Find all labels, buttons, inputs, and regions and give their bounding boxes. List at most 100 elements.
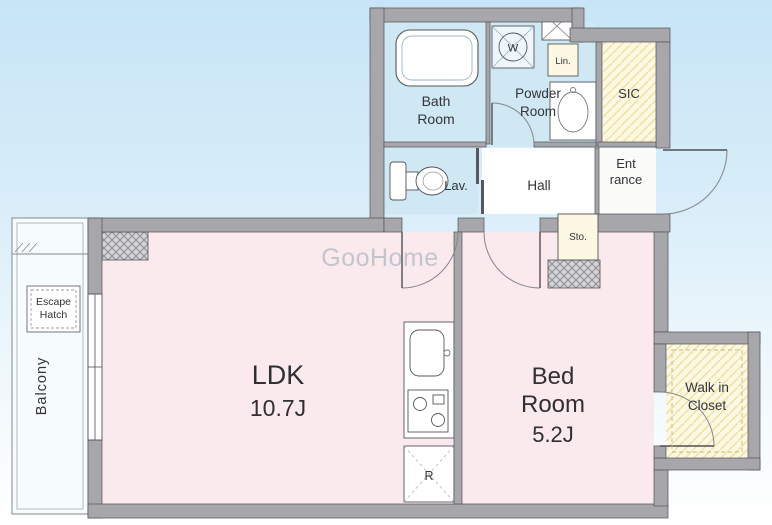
wall-segment bbox=[595, 213, 671, 233]
ldk-size-label: 10.7J bbox=[250, 395, 306, 421]
storage-label: Sto. bbox=[569, 232, 587, 243]
hall-floor bbox=[482, 148, 595, 214]
wall-segment bbox=[597, 141, 657, 148]
balcony-label: Balcony bbox=[34, 357, 50, 416]
lavatory-sliding-door bbox=[476, 148, 484, 214]
watermark-text: GooHome bbox=[321, 244, 438, 272]
storage: Sto. bbox=[557, 213, 599, 261]
powder-label-1: Powder bbox=[515, 86, 561, 101]
sliding-panel-1 bbox=[476, 148, 479, 184]
wall-segment bbox=[747, 331, 761, 471]
toilet-seat bbox=[422, 171, 444, 191]
wall-segment bbox=[569, 27, 671, 43]
balcony-inner-rail bbox=[16, 222, 84, 510]
refrigerator-label: R bbox=[424, 469, 433, 483]
toilet bbox=[389, 161, 449, 201]
sic-floor bbox=[602, 42, 656, 142]
doors bbox=[401, 102, 728, 447]
balcony-partition bbox=[12, 242, 88, 255]
wall-segment bbox=[539, 217, 561, 233]
kitchen bbox=[403, 321, 455, 439]
bedroom-label-2: Room bbox=[521, 391, 585, 418]
sliding-panel-2 bbox=[481, 180, 484, 214]
washer-drum bbox=[498, 32, 528, 62]
bedroom-label-1: Bed bbox=[532, 363, 575, 390]
kitchen-stove bbox=[407, 389, 449, 433]
wic-label-1: Walk in bbox=[685, 380, 729, 395]
lavatory-label: Lav. bbox=[444, 178, 468, 193]
refrigerator-cross bbox=[403, 445, 455, 503]
entrance-door bbox=[662, 149, 728, 215]
washing-machine: W bbox=[491, 25, 535, 69]
room-labels: Bath Room Powder Room SIC Ent rance Lav.… bbox=[250, 86, 729, 447]
entrance-floor bbox=[599, 148, 656, 214]
stove-grill bbox=[432, 394, 445, 405]
wall-segment bbox=[383, 141, 487, 148]
bathtub-inner bbox=[401, 35, 473, 81]
entrance-label-1: Ent bbox=[616, 156, 636, 171]
ldk-floor bbox=[102, 232, 454, 504]
stove-burner-2 bbox=[431, 413, 445, 427]
bath-label-1: Bath bbox=[422, 93, 451, 109]
kitchen-faucet bbox=[443, 349, 451, 357]
wall-segment bbox=[87, 217, 385, 233]
walk-in-closet-floor bbox=[666, 344, 748, 458]
bathtub bbox=[395, 29, 479, 87]
wall-segment bbox=[594, 147, 600, 215]
wall-segment bbox=[87, 217, 103, 295]
stove-burner-1 bbox=[413, 397, 427, 411]
storage-box bbox=[557, 213, 599, 261]
ldk-label: LDK bbox=[252, 360, 305, 390]
wall-segment bbox=[653, 457, 761, 471]
wall-segment bbox=[369, 7, 583, 23]
hall-label: Hall bbox=[527, 178, 550, 193]
wall-segment bbox=[457, 217, 485, 233]
escape-hatch-inner bbox=[30, 289, 77, 329]
balcony: Escape Hatch Balcony bbox=[11, 217, 89, 515]
column-bedroom-top bbox=[547, 259, 601, 289]
bath-label-2: Room bbox=[417, 111, 454, 127]
sic-label: SIC bbox=[618, 86, 640, 101]
wic-shelf-outline bbox=[671, 349, 743, 453]
escape-hatch-label-2: Hatch bbox=[40, 309, 68, 321]
powder-room-door bbox=[491, 102, 535, 146]
toilet-tank bbox=[389, 161, 407, 201]
wall-segment bbox=[595, 41, 603, 147]
wall-segment bbox=[485, 21, 491, 145]
wall-segment bbox=[653, 445, 667, 459]
wall-segment bbox=[383, 217, 403, 233]
wall-segment bbox=[653, 343, 667, 393]
wall-segment bbox=[87, 503, 669, 519]
wall-segment bbox=[369, 7, 385, 221]
wall-segment bbox=[653, 331, 761, 345]
balcony-floor bbox=[11, 217, 89, 515]
entrance-label-2: rance bbox=[610, 172, 643, 187]
vanity-faucet bbox=[570, 87, 576, 93]
walk-in-closet-door bbox=[659, 391, 715, 447]
bedroom-door bbox=[483, 231, 541, 289]
wall-segment bbox=[653, 469, 669, 507]
washer-cross bbox=[491, 25, 535, 69]
vanity-basin bbox=[557, 91, 589, 133]
washer-label: W bbox=[508, 43, 519, 55]
escape-hatch-label-1: Escape bbox=[36, 296, 71, 308]
kitchen-sink bbox=[409, 329, 445, 377]
refrigerator-space: R bbox=[403, 445, 455, 503]
bedroom-size-label: 5.2J bbox=[532, 422, 574, 447]
wall-segment bbox=[453, 231, 463, 505]
linen-label: Lin. bbox=[555, 56, 570, 67]
bathtub-outline bbox=[395, 29, 479, 87]
vanity-sink bbox=[549, 81, 597, 141]
linen-box bbox=[547, 43, 579, 77]
wic-label-2: Closet bbox=[688, 398, 727, 413]
toilet-bowl bbox=[415, 166, 449, 196]
wall-segment bbox=[655, 41, 671, 149]
powder-label-2: Room bbox=[520, 104, 556, 119]
wall-segment bbox=[653, 231, 669, 333]
linen-closet: Lin. bbox=[547, 43, 579, 77]
escape-hatch: Escape Hatch bbox=[26, 285, 81, 333]
ldk-door bbox=[401, 231, 459, 289]
escape-hatch-box bbox=[26, 285, 81, 333]
